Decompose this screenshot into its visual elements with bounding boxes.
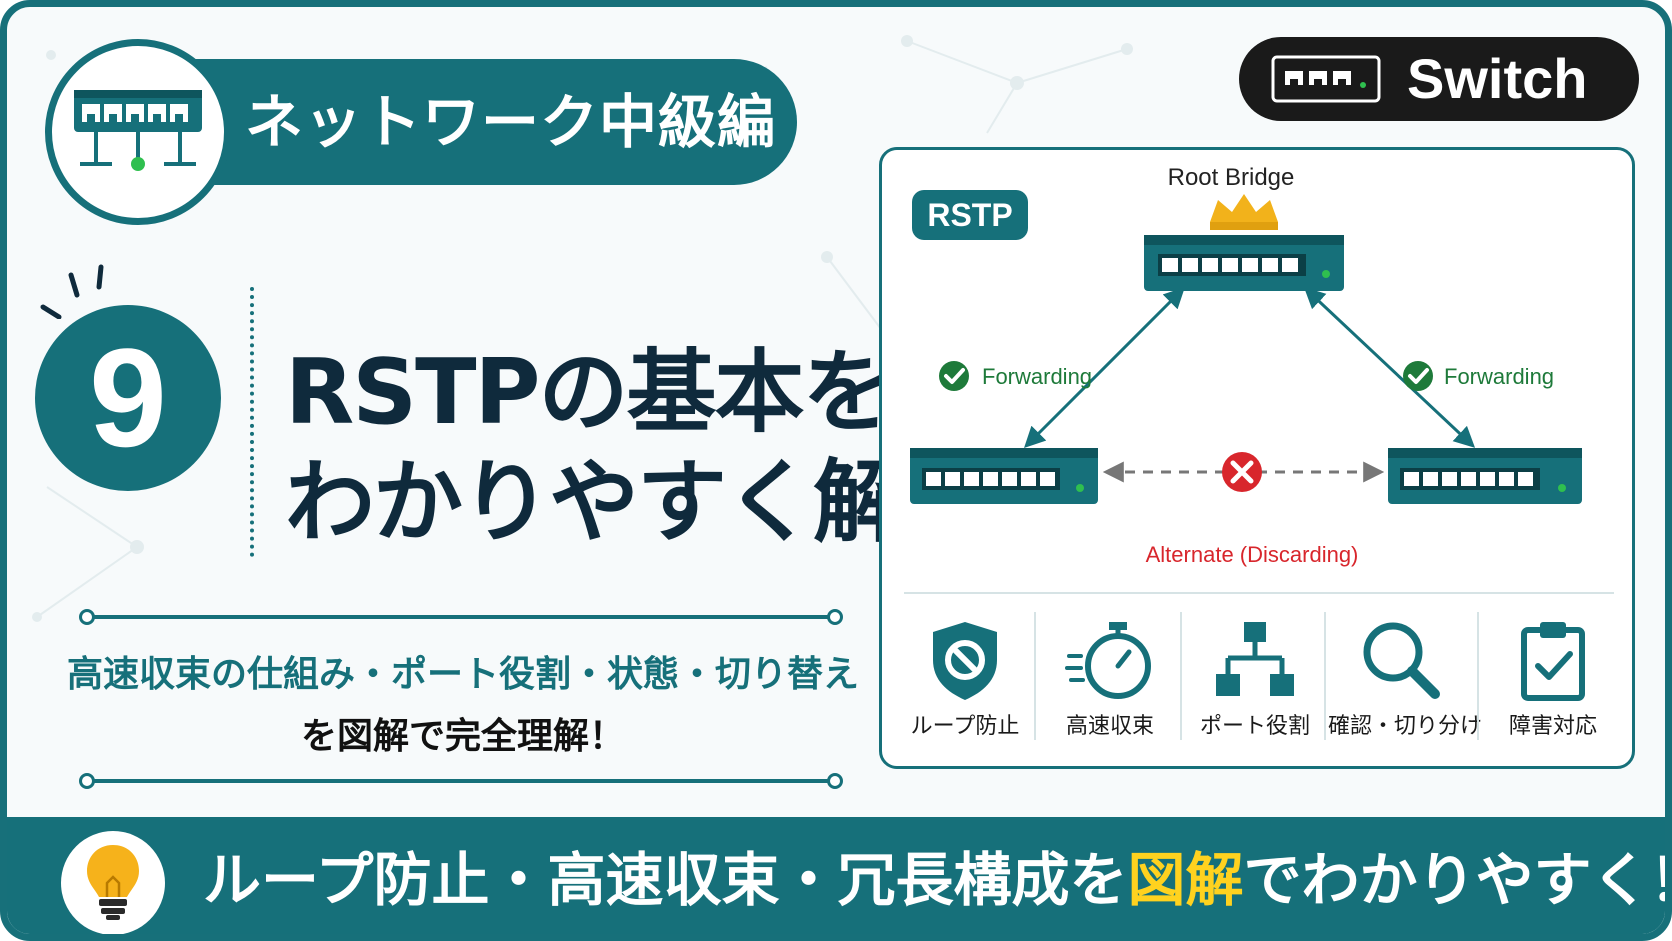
root-bridge-label: Root Bridge	[1167, 164, 1295, 191]
feature-verification: 確認・切り分け	[1328, 608, 1483, 748]
sparkle-icon	[40, 264, 104, 319]
right-switch	[1388, 448, 1582, 504]
shield-block-icon	[933, 622, 997, 700]
crown-icon	[1210, 194, 1278, 230]
title-divider	[250, 287, 254, 557]
feature-label: ループ防止	[910, 714, 1020, 739]
check-circle-icon	[939, 361, 969, 391]
subtitle-rule-top	[79, 609, 843, 625]
forwarding-link-left	[1024, 287, 1185, 448]
rstp-diagram-panel: RSTP	[879, 147, 1635, 769]
forwarding-link-right	[1303, 287, 1476, 448]
subtitle-line-2: を図解で完全理解！	[300, 716, 625, 757]
rstp-tag: RSTP	[912, 190, 1028, 240]
network-switch-icon	[74, 90, 202, 171]
banner-highlight: 図解	[1127, 846, 1244, 914]
check-circle-icon	[1403, 361, 1433, 391]
feature-separator	[1034, 612, 1036, 740]
feature-troubleshooting: 障害対応	[1480, 608, 1626, 748]
feature-separator	[1477, 612, 1479, 740]
panel-divider	[904, 592, 1614, 594]
banner-text: ループ防止・高速収束・冗長構成を図解でわかりやすく！	[203, 817, 1672, 934]
lightbulb-icon	[87, 845, 139, 920]
feature-loop-prevention: ループ防止	[892, 608, 1038, 748]
root-bridge-switch	[1144, 235, 1344, 291]
subtitle-line-1: 高速収束の仕組み・ポート役割・状態・切り替え	[66, 654, 859, 695]
feature-label: 確認・切り分け	[1328, 714, 1483, 739]
forwarding-label-left: Forwarding	[982, 364, 1093, 389]
banner-text-after: でわかりやすく！	[1243, 846, 1672, 914]
brand-badge: Switch	[1239, 37, 1639, 121]
clipboard-check-icon	[1521, 622, 1585, 701]
feature-label: 高速収束	[1065, 714, 1154, 739]
alternate-discarding-label: Alternate (Discarding)	[1145, 542, 1359, 567]
category-label: ネットワーク中級編	[245, 88, 777, 156]
left-switch	[910, 448, 1098, 504]
lightbulb-icon-circle	[61, 831, 165, 934]
feature-separator	[1324, 612, 1326, 740]
feature-separator	[1180, 612, 1182, 740]
background-network-decoration	[32, 35, 1133, 622]
rstp-topology	[910, 194, 1582, 504]
main-title-line-1: RSTPの基本を	[285, 340, 892, 445]
hierarchy-icon	[1216, 622, 1294, 696]
main-title-line-2: わかりやすく解説	[285, 450, 991, 555]
stopwatch-icon	[1065, 622, 1151, 699]
bottom-banner: ループ防止・高速収束・冗長構成を図解でわかりやすく！	[7, 817, 1672, 934]
category-icon-circle	[45, 39, 231, 225]
feature-port-roles: ポート役割	[1182, 608, 1328, 748]
switch-ports-icon	[1271, 55, 1381, 103]
feature-label: 障害対応	[1508, 714, 1597, 739]
feature-fast-convergence: 高速収束	[1037, 608, 1183, 748]
forwarding-label-right: Forwarding	[1444, 364, 1555, 389]
episode-number-badge: 9	[35, 305, 221, 491]
x-circle-icon	[1222, 452, 1262, 492]
brand-label: Switch	[1407, 47, 1588, 110]
banner-text-before: ループ防止・高速収束・冗長構成を	[203, 846, 1128, 914]
subtitle-rule-bottom	[79, 773, 843, 789]
magnifier-icon	[1363, 622, 1440, 699]
feature-label: ポート役割	[1199, 714, 1310, 739]
